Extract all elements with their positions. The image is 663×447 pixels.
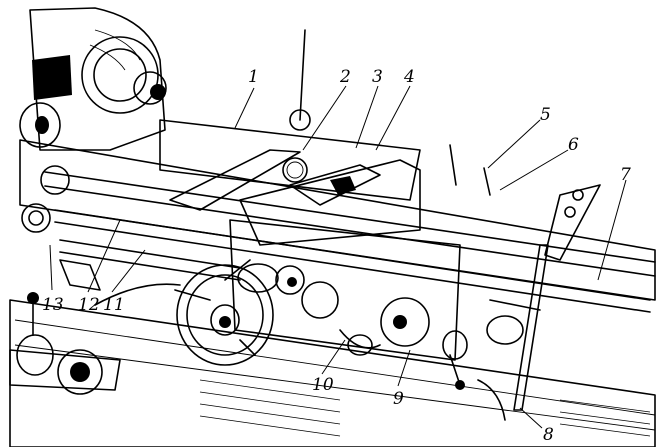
feed-control-column [442,184,601,421]
callout-10: 10 [312,375,334,395]
callout-4: 4 [403,67,415,87]
carriage [159,29,491,246]
callout-9: 9 [393,389,404,409]
callout-2: 2 [339,67,351,87]
apron [174,219,461,366]
headstock [19,7,167,151]
callout-3: 3 [372,67,383,87]
callout-labels: 1 2 3 4 5 6 7 8 9 10 11 12 13 [42,67,631,445]
callout-13: 13 [42,295,64,315]
callout-1: 1 [248,67,259,87]
callout-8: 8 [543,425,554,445]
callout-12: 12 [78,295,100,315]
callout-7: 7 [620,165,631,185]
leader-lines [49,85,627,429]
lower-left-controls [9,259,181,395]
callout-11: 11 [103,295,125,315]
lathe-bed [9,139,656,447]
callout-6: 6 [568,135,579,155]
callout-5: 5 [540,105,551,125]
feed-shafts [21,165,656,313]
